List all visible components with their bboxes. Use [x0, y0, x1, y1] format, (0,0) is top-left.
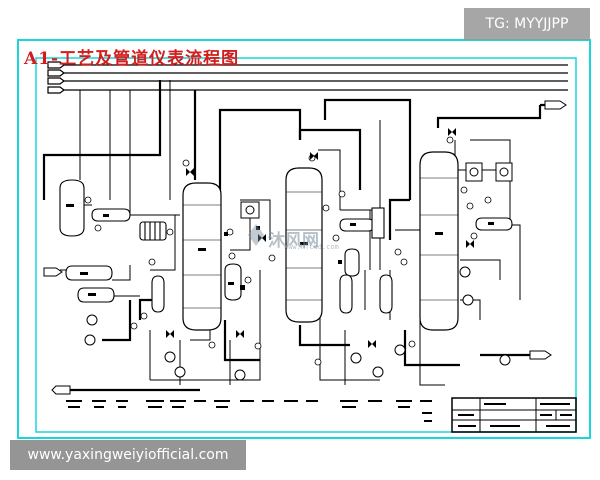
column-1	[182, 182, 222, 331]
bottom-line-labels	[66, 400, 432, 422]
column-3	[419, 151, 459, 331]
diagram-title: A1-工艺及管道仪表流程图	[24, 49, 240, 69]
watermark-url: www.mfcad.com	[284, 243, 339, 251]
horizontal-drum-1	[91, 208, 131, 222]
pump-8	[394, 344, 406, 356]
vessels	[59, 179, 513, 303]
title-block	[451, 397, 577, 433]
feed-tank-1	[65, 265, 113, 281]
pump-9	[459, 266, 471, 278]
pump-7	[372, 366, 384, 378]
heat-exchangers	[139, 207, 393, 314]
tg-badge: TG: MYYJJPP	[464, 8, 590, 40]
reboiler-3	[379, 274, 393, 314]
instrument-bubbles	[84, 136, 492, 366]
pump-4	[174, 366, 186, 378]
vertical-vessel-1	[59, 179, 85, 237]
pump-3	[164, 351, 176, 363]
pumps	[84, 266, 511, 381]
product-arrows	[43, 100, 567, 395]
watermark-logo	[248, 224, 264, 246]
exchanger-1	[139, 221, 167, 241]
watermark-text: 沐风网	[268, 231, 319, 251]
title-block-text	[458, 403, 572, 427]
horizontal-drum-2	[339, 218, 375, 232]
utility-headers	[47, 61, 568, 94]
cooler-1	[371, 207, 385, 239]
vertical-vessel-3	[344, 248, 360, 277]
drawing-frame-inner	[35, 57, 577, 433]
pump-1	[86, 314, 98, 326]
equipment-tags	[66, 204, 494, 296]
condensers	[240, 162, 513, 219]
drawing-frame-outer	[17, 39, 591, 439]
distillation-columns	[182, 151, 459, 331]
pump-5	[234, 369, 246, 381]
pump-10	[462, 294, 474, 306]
main-piping	[42, 80, 562, 392]
reboiler-1	[151, 275, 165, 313]
reboiler-2	[339, 274, 353, 314]
pump-2	[84, 334, 96, 346]
pump-11	[499, 354, 511, 366]
column-trays	[183, 177, 458, 309]
column-tags	[198, 232, 443, 251]
control-valves	[166, 128, 474, 348]
pump-6	[350, 352, 362, 364]
website-label: www.yaxingweiyiofficial.com	[10, 440, 246, 470]
